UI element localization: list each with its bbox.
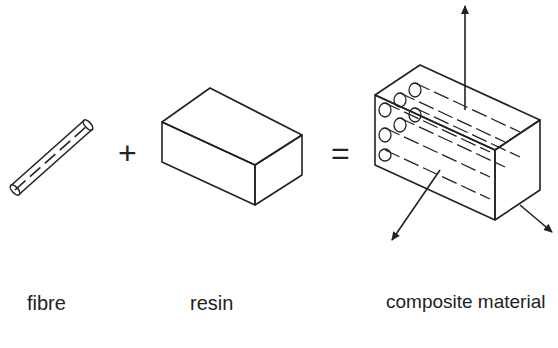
composite-block	[375, 65, 540, 220]
axis-arrows	[392, 6, 552, 240]
equals-sign: =	[331, 136, 350, 171]
fibre-drawing	[9, 118, 95, 196]
part-label: resin	[190, 292, 233, 314]
part-label: composite material	[386, 292, 545, 313]
resin-block	[162, 88, 302, 205]
plus-sign: +	[118, 136, 137, 171]
part-label: fibre	[27, 292, 66, 314]
